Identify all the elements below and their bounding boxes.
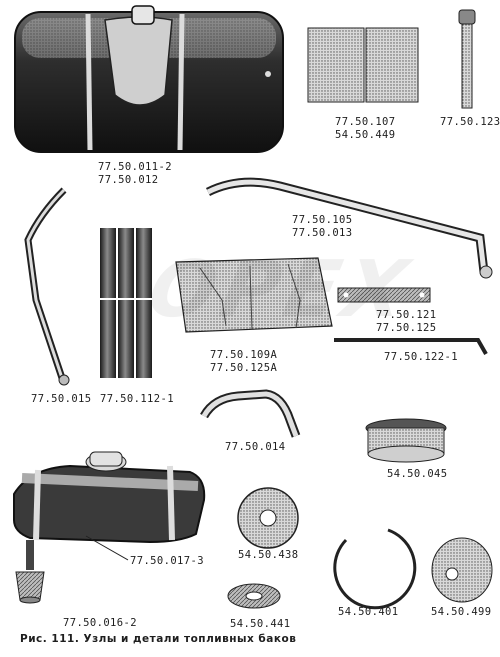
label-tank-main-a: 77.50.011-2 (98, 161, 172, 173)
label-plate-b: 77.50.125 (376, 322, 437, 334)
pad-pair (307, 27, 419, 103)
label-cylinders: 77.50.112-1 (100, 393, 174, 405)
angle-bar (334, 338, 488, 355)
felt-washer (237, 487, 299, 549)
label-strap-b: 77.50.013 (292, 227, 353, 239)
tank-strap (205, 177, 493, 279)
filler-cap (365, 418, 447, 463)
label-plate-a: 77.50.121 (376, 309, 437, 321)
label-tank-small: 77.50.017-3 (130, 555, 204, 567)
label-filter: 77.50.016-2 (63, 617, 137, 629)
label-tank-main-b: 77.50.012 (98, 174, 159, 186)
label-bracket: 77.50.014 (225, 441, 286, 453)
label-cap: 54.50.045 (387, 468, 448, 480)
label-bolt: 77.50.123 (440, 116, 500, 128)
bracket (200, 389, 301, 438)
label-pad-a: 77.50.107 (335, 116, 396, 128)
label-cup: 54.50.441 (230, 618, 291, 630)
label-gasket-b: 77.50.125А (210, 362, 278, 374)
main-fuel-tank (14, 5, 284, 153)
tie-rod (24, 187, 70, 386)
figure-caption: Рис. 111. Узлы и детали топливных баков (20, 633, 297, 645)
sealing-disc (431, 537, 493, 603)
label-bar: 77.50.122-1 (384, 351, 458, 363)
label-washer: 54.50.438 (238, 549, 299, 561)
label-pad-b: 54.50.449 (335, 129, 396, 141)
strip-plate (337, 287, 431, 303)
bolt (458, 9, 476, 109)
label-gasket-a: 77.50.109А (210, 349, 278, 361)
label-disc: 54.50.499 (431, 606, 492, 618)
label-rod: 77.50.015 (31, 393, 92, 405)
sediment-filter (15, 540, 45, 604)
rubber-cylinders (100, 228, 152, 378)
leader-line (85, 535, 129, 561)
label-strap-a: 77.50.105 (292, 214, 353, 226)
cup-washer (227, 583, 281, 609)
label-ring: 54.50.401 (338, 606, 399, 618)
small-fuel-tank (13, 451, 206, 544)
snap-ring (333, 528, 417, 610)
gasket (175, 257, 333, 333)
